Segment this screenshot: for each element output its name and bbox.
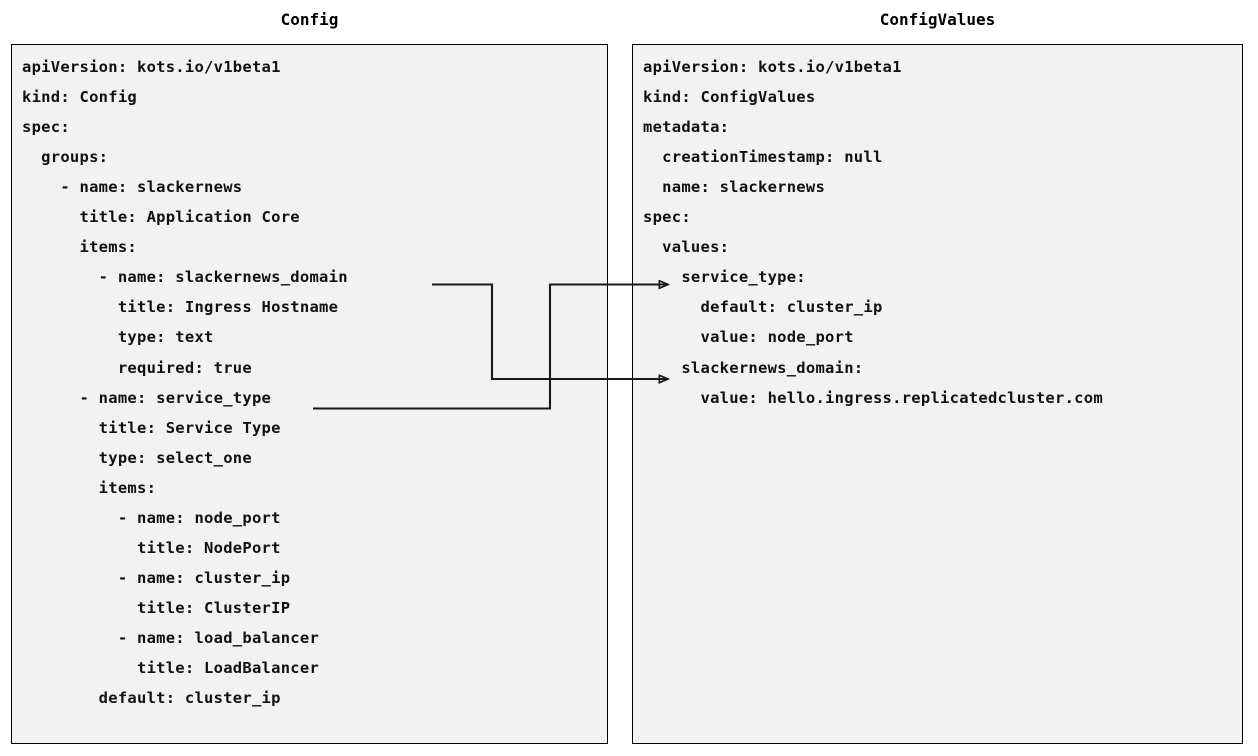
code-line: required: true	[22, 358, 252, 377]
code-line: metadata:	[643, 118, 730, 137]
code-line: - name: service_type	[22, 388, 272, 407]
code-line: items:	[22, 238, 137, 257]
code-line: title: LoadBalancer	[22, 659, 320, 677]
code-line: name: slackernews	[643, 178, 826, 197]
code-line: title: Service Type	[22, 418, 281, 437]
config-panel: apiVersion: kots.io/v1beta1 kind: Config s…	[11, 44, 608, 744]
code-line: title: ClusterIP	[22, 598, 291, 617]
code-line: - name: node_port	[22, 508, 281, 527]
code-line: slackernews_domain:	[643, 358, 864, 377]
code-line: title: Ingress Hostname	[22, 298, 339, 317]
code-line: creationTimestamp: null	[643, 148, 883, 167]
code-line: kind: ConfigValues	[643, 88, 816, 107]
code-line: type: text	[22, 328, 214, 347]
code-line: title: Application Core	[22, 208, 300, 227]
code-line: default: cluster_ip	[22, 689, 281, 708]
code-line: spec:	[22, 118, 70, 137]
code-line: kind: Config	[22, 88, 137, 107]
code-line: apiVersion: kots.io/v1beta1	[22, 58, 281, 76]
code-line: value: node_port	[643, 328, 854, 347]
code-line: groups:	[22, 148, 109, 167]
code-line: value: hello.ingress.replicatedcluster.c…	[643, 388, 1103, 407]
code-line: - name: cluster_ip	[22, 568, 291, 587]
code-line: apiVersion: kots.io/v1beta1	[643, 58, 902, 76]
code-line: title: NodePort	[22, 538, 281, 557]
code-line: service_type:	[643, 268, 806, 287]
configvalues-panel: apiVersion: kots.io/v1beta1 kind: ConfigV…	[632, 44, 1243, 744]
panel-title-config: Config	[280, 10, 339, 29]
code-line: values:	[643, 238, 730, 257]
code-line: - name: load_balancer	[22, 628, 320, 647]
code-line: - name: slackernews	[22, 178, 243, 197]
code-line: items:	[22, 478, 157, 497]
code-line: spec:	[643, 208, 691, 227]
code-line: type: select_one	[22, 448, 252, 467]
code-line: default: cluster_ip	[643, 298, 883, 317]
code-line: - name: slackernews_domain	[22, 268, 348, 287]
panel-title-configvalues: ConfigValues	[879, 10, 996, 29]
